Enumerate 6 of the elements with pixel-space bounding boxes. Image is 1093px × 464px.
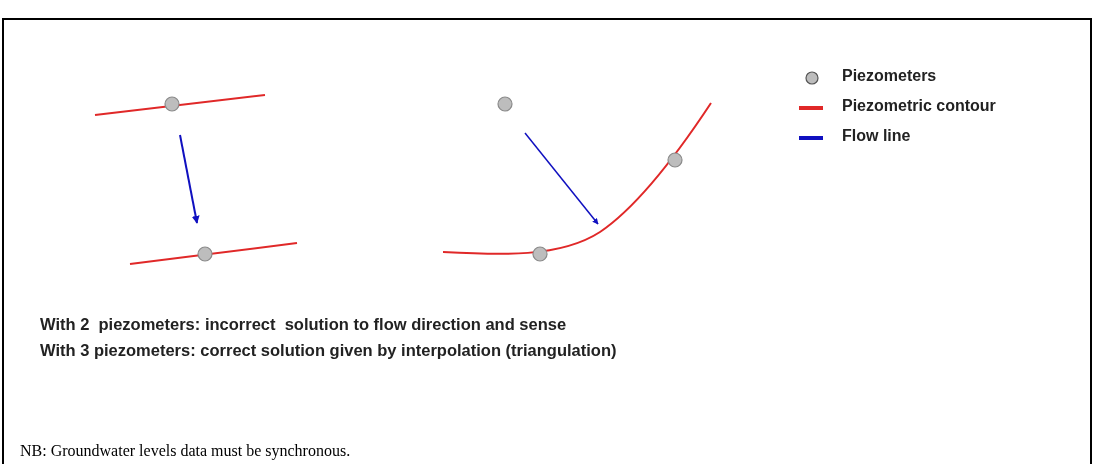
caption-text: With 2 piezometers: incorrect solution to flow direction and sense [40,315,567,334]
note-text: NB: Groundwater levels data must be synchronous. [20,442,351,460]
legend-label: Piezometers [842,67,937,85]
legend-label: Piezometric contour [842,97,996,115]
caption-text: With 3 piezometers: correct solution given by interpolation (triangulation) [40,341,617,360]
legend-label: Flow line [842,127,911,145]
